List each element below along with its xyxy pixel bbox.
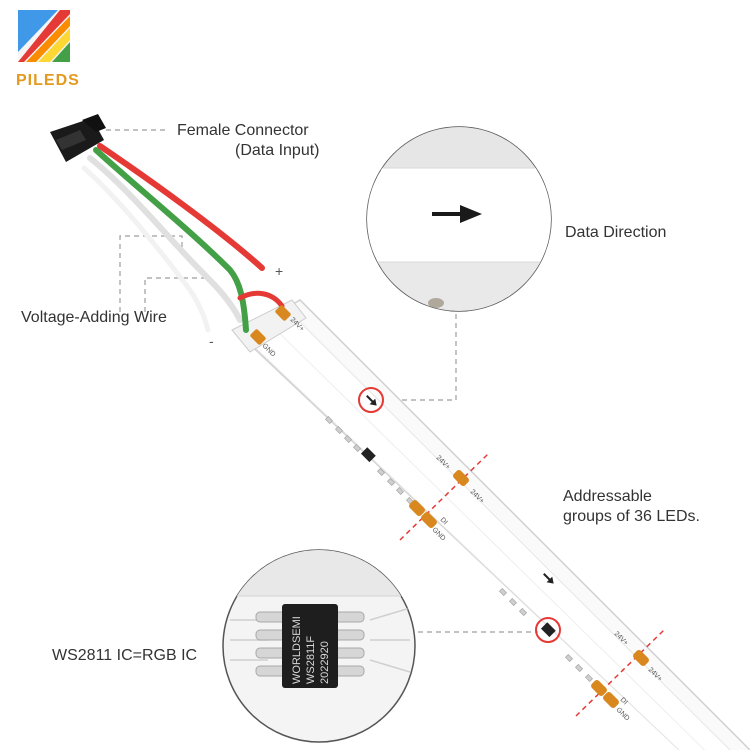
brand-name: PILEDS (16, 72, 80, 89)
pad-label-gnd-2: GND (431, 526, 447, 542)
label-voltage-wire: Voltage-Adding Wire (21, 309, 167, 326)
chip-text-line3: 2022920 (319, 641, 331, 684)
cut-line-2 (575, 629, 665, 717)
ic-chip-small (540, 622, 556, 638)
direction-leader-line (384, 288, 457, 401)
arrow-right-icon (432, 205, 482, 223)
minus-mark: - (209, 333, 214, 349)
cut-pads-1 (409, 470, 469, 528)
wires (81, 143, 285, 333)
pad-label-gnd-3: GND (615, 706, 631, 722)
solder-pads-top (250, 305, 291, 345)
connector-icon (50, 114, 106, 162)
cut-line-1 (399, 453, 489, 541)
cut-pads-2 (591, 650, 649, 708)
label-connector-line2: (Data Input) (235, 142, 320, 159)
label-ic: WS2811 IC=RGB IC (52, 647, 198, 664)
voltage-leader-line (119, 235, 183, 312)
label-groups-line1: Addressable (563, 488, 652, 505)
small-ic-chip (360, 447, 376, 463)
pad-label-di-2: DI (619, 696, 629, 706)
ws2811-chip (282, 604, 338, 688)
chip-text-line1: WORLDSEMI (291, 616, 303, 684)
led-chips (325, 416, 593, 682)
ic-marker-ring (535, 617, 561, 643)
chip-text-line2: WS2811F (305, 636, 317, 684)
pileds-logo-icon (18, 10, 70, 62)
plus-mark: + (275, 263, 283, 279)
ic-zoom: WORLDSEMI WS2811F 2022920 (222, 549, 416, 743)
pad-label-di: DI (439, 516, 449, 526)
label-connector-line1: Female Connector (177, 122, 309, 139)
label-groups-line2: groups of 36 LEDs. (563, 508, 700, 525)
arrow-right-icon (543, 573, 554, 584)
data-direction-zoom (366, 126, 552, 312)
arrow-right-icon (366, 395, 377, 406)
label-data-direction: Data Direction (565, 224, 667, 241)
voltage-leader-line-2 (144, 277, 205, 312)
direction-marker-ring (358, 387, 384, 413)
